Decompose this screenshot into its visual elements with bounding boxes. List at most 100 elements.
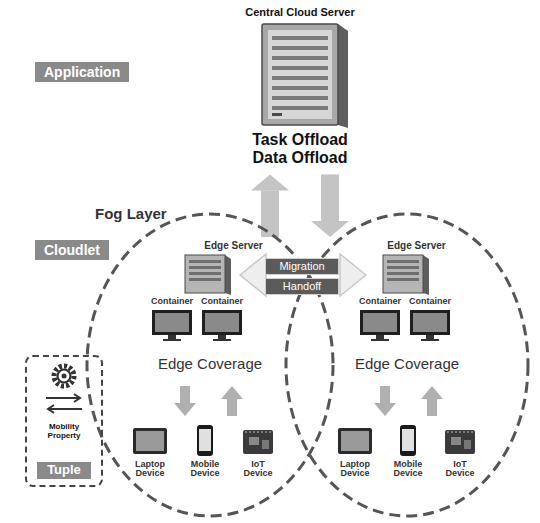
- monitor-icon: [202, 310, 242, 335]
- device-label-text: IoT Device: [238, 460, 278, 479]
- exchange-arrows-icon: [46, 394, 82, 413]
- container-label: Container: [409, 296, 451, 306]
- edge-server-icon: [387, 272, 419, 275]
- migration-chevron: [240, 254, 366, 296]
- monitor-icon: [218, 335, 226, 339]
- arrow-head: [311, 221, 349, 237]
- cloud-fill: [10, 175, 540, 390]
- iot-board-icon: [445, 430, 475, 454]
- edge-coverage-text: Edge Coverage: [155, 355, 265, 372]
- layer-tag: Cloudlet: [35, 240, 109, 260]
- edge-server-text: Edge Server: [373, 240, 460, 252]
- edge-coverage-text: Edge Coverage: [352, 355, 462, 372]
- cloud-fill: [310, 295, 530, 385]
- cloud-bump: [140, 310, 400, 390]
- mobile-icon: [197, 425, 416, 456]
- cloud-server-icon: [272, 86, 328, 90]
- cloud-server-text: Central Cloud Server: [245, 6, 354, 19]
- layer-tag: Application: [35, 62, 129, 82]
- gear-icon: [58, 370, 71, 383]
- iot-board-icon: [243, 430, 475, 454]
- layer-tag-text: Tuple: [47, 463, 81, 478]
- mobile-icon: [197, 425, 213, 456]
- mobile-icon: [402, 429, 414, 451]
- iot-board-icon: [262, 440, 269, 449]
- monitor-icon: [363, 313, 397, 332]
- container-label-text: Container: [201, 296, 243, 306]
- container-label-text: Container: [151, 296, 193, 306]
- laptop-icon: [133, 428, 167, 454]
- device-label-text: Laptop Device: [335, 460, 375, 479]
- edge-server-icon: [387, 278, 419, 281]
- container-label-text: Container: [359, 296, 401, 306]
- coverage-ellipse: [286, 214, 528, 516]
- monitor-icon: [360, 310, 400, 335]
- cloud-server-icon: [272, 113, 282, 116]
- gear-icon: [54, 366, 74, 386]
- migration-box: Migration: [265, 258, 339, 275]
- migration-chevron: [340, 254, 366, 296]
- cloud-fill: [140, 310, 400, 390]
- edge-server: Edge Server: [150, 240, 290, 252]
- edge-server-icon: [189, 266, 221, 269]
- container-label: Container: [359, 296, 401, 306]
- layer-tag-text: Cloudlet: [44, 242, 100, 258]
- cloud-server-icon: [272, 106, 328, 110]
- tuple-frame: Mobility PropertyTuple: [25, 355, 103, 487]
- cloud-bump: [50, 210, 510, 350]
- mobile-icon: [400, 425, 416, 456]
- cloud-bump: [310, 295, 530, 385]
- device-label-text: Mobile Device: [388, 460, 428, 479]
- monitor-icon: [152, 310, 192, 335]
- layer-tag-text: Application: [44, 64, 120, 80]
- cloud-server-icon: [272, 56, 328, 60]
- edge-server-icon: [185, 255, 225, 293]
- monitor-icon: [413, 313, 447, 332]
- edge-server-icon: [387, 260, 419, 263]
- cloud-fill: [10, 275, 210, 365]
- cloud-outline: [10, 175, 540, 390]
- handoff-box-text: Handoff: [272, 280, 332, 293]
- monitor-icon: [205, 313, 239, 332]
- small-arrow: [374, 386, 396, 416]
- monitor-icon: [371, 339, 389, 341]
- offload-arrow: [311, 174, 349, 237]
- cloud-fill: [50, 210, 510, 350]
- cloud-server-icon: [272, 96, 328, 100]
- gear-icon: [62, 374, 67, 379]
- cloud-server-icon: [262, 24, 338, 125]
- edge-server-icon: [423, 255, 429, 295]
- edge-server-icon: [189, 278, 221, 281]
- arrow-shaft: [321, 174, 339, 221]
- monitor-icon: [426, 335, 434, 339]
- edge-server-icon: [225, 255, 231, 295]
- device-label-text: Mobile Device: [185, 460, 225, 479]
- cloud-server-icon: [272, 76, 328, 80]
- monitor-icon: [163, 339, 181, 341]
- fog-layer-text: Fog Layer: [95, 205, 540, 222]
- laptop-icon: [136, 431, 164, 451]
- device-label: IoT Device: [238, 460, 278, 479]
- cloud-server: Central Cloud ServerTask OffloadData Off…: [239, 4, 360, 171]
- device-label-text: IoT Device: [440, 460, 480, 479]
- edge-server-text: Edge Server: [177, 240, 290, 252]
- cloud-server-text: Data Offload: [245, 149, 354, 167]
- cloud-bump: [355, 175, 540, 285]
- iot-board-icon: [464, 440, 471, 449]
- cloud-server-text: Task Offload: [245, 131, 354, 149]
- cloud-server-icon: [268, 30, 332, 119]
- coverage-ellipse: [87, 214, 333, 516]
- layer-tag: Tuple: [37, 462, 91, 479]
- edge-server-icon: [185, 255, 231, 295]
- device-label-text: Laptop Device: [130, 460, 170, 479]
- iot-board-icon: [447, 432, 473, 433]
- container-label-text: Container: [409, 296, 451, 306]
- device-label: Laptop Device: [335, 460, 375, 479]
- migration-chevron: [240, 254, 266, 296]
- monitor-icon: [376, 335, 384, 339]
- small-arrow: [421, 386, 443, 416]
- edge-server-icon: [387, 266, 419, 269]
- laptop-icon: [341, 431, 369, 451]
- iot-board-icon: [245, 432, 271, 433]
